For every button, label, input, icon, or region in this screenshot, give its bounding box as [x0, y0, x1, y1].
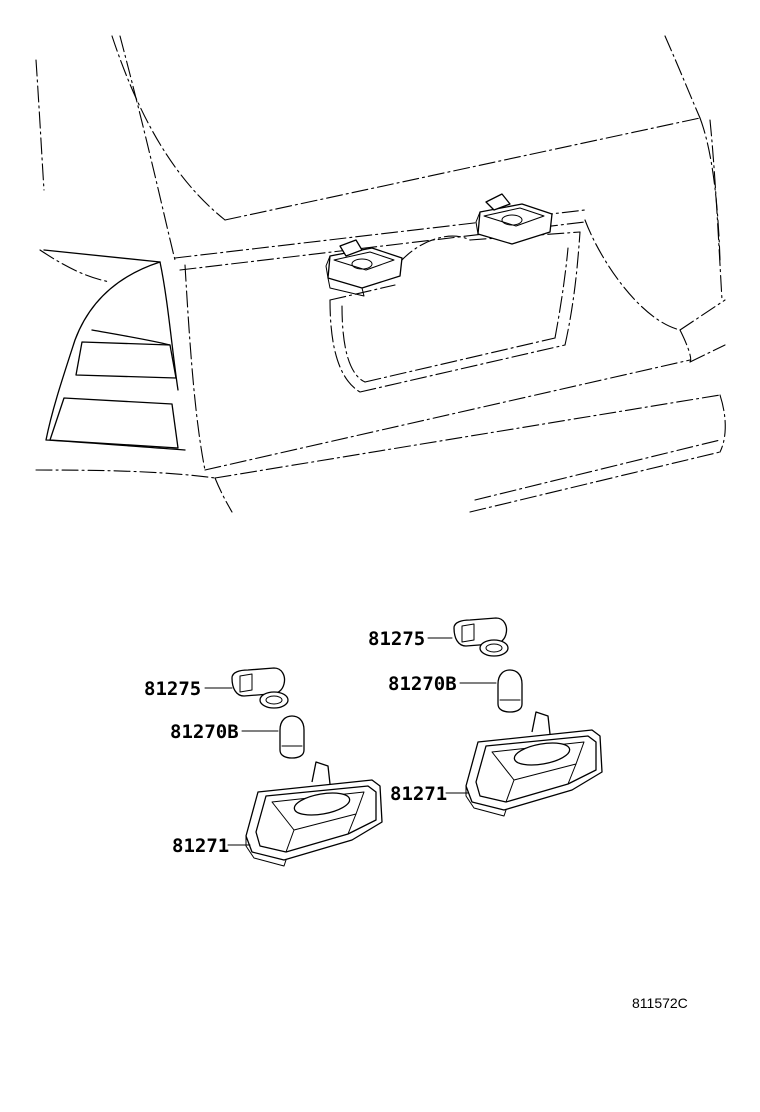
- diagram-code: 811572C: [632, 995, 688, 1011]
- part-label-lamp-left: 81271: [172, 835, 229, 857]
- wedge-bulb-icon: [497, 669, 523, 713]
- right-lamp-assembly: 81275 81270B 81271: [368, 617, 603, 817]
- left-lamp-assembly: 81275 81270B 81271: [144, 667, 383, 867]
- bulb-socket-icon: [453, 617, 509, 657]
- license-plate-lamp-icon: [245, 761, 383, 867]
- vehicle-rear-view-icon: [35, 35, 726, 513]
- bulb-socket-icon: [231, 667, 289, 709]
- part-label-bulb-left: 81270B: [170, 721, 239, 743]
- part-label-socket-right: 81275: [368, 628, 425, 650]
- part-label-bulb-right: 81270B: [388, 673, 457, 695]
- part-label-lamp-right: 81271: [390, 783, 447, 805]
- license-plate-lamp-icon: [465, 711, 603, 817]
- wedge-bulb-icon: [279, 715, 305, 759]
- part-label-socket-left: 81275: [144, 678, 201, 700]
